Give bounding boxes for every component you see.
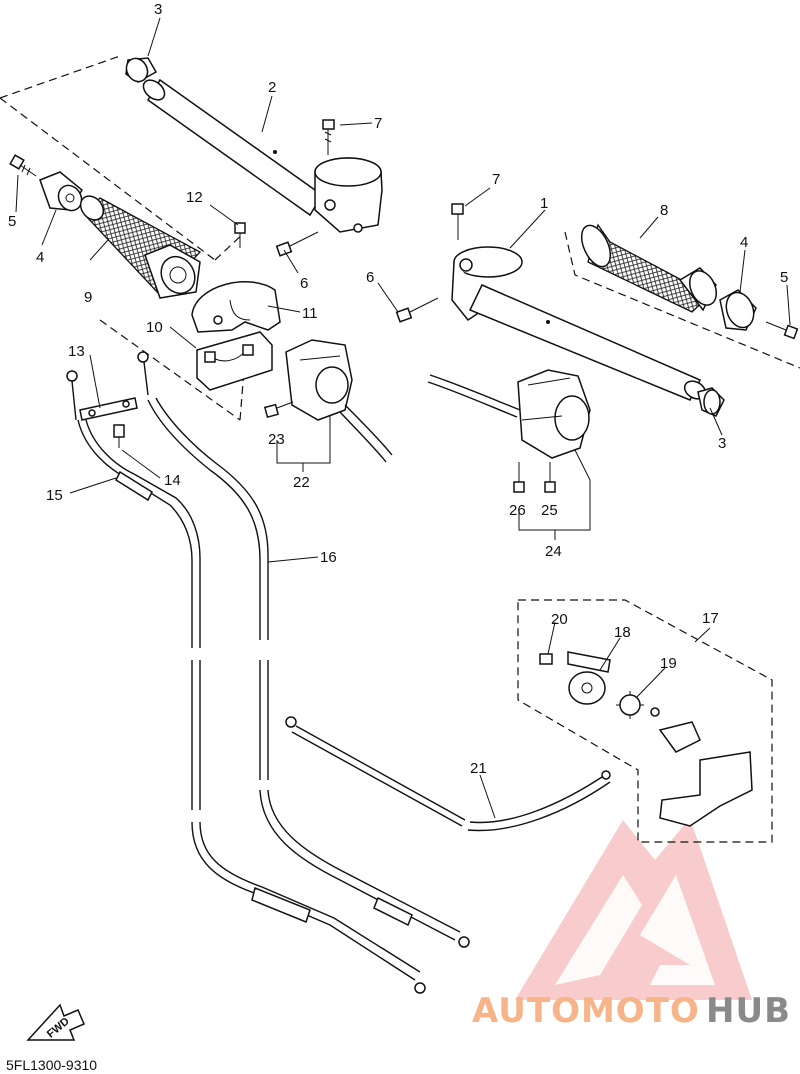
label-2: 2 bbox=[268, 79, 276, 96]
right-clamp-bolt-7 bbox=[451, 203, 464, 240]
label-18: 18 bbox=[614, 624, 631, 641]
right-bar-end-screw-5 bbox=[765, 321, 799, 340]
right-switch-screw-26 bbox=[513, 462, 525, 493]
label-7-right: 7 bbox=[492, 171, 500, 188]
watermark-text-hub: HUB bbox=[706, 991, 791, 1031]
screw-12 bbox=[234, 222, 246, 248]
label-9: 9 bbox=[84, 289, 92, 306]
label-6-right: 6 bbox=[366, 269, 374, 286]
right-bar-end-weight-4 bbox=[719, 289, 757, 331]
label-19: 19 bbox=[660, 655, 677, 672]
label-21: 21 bbox=[470, 760, 487, 777]
watermark-logo bbox=[515, 818, 752, 1000]
label-5-right: 5 bbox=[780, 269, 788, 286]
label-23: 23 bbox=[268, 431, 285, 448]
label-17: 17 bbox=[702, 610, 719, 627]
cable-guide-plate-13 bbox=[79, 397, 138, 421]
assembly-outlines bbox=[0, 55, 800, 843]
part-labels: 3 2 7 7 1 8 4 5 6 3 12 5 4 6 9 11 10 13 … bbox=[8, 1, 788, 777]
label-26: 26 bbox=[509, 502, 526, 519]
label-3-right: 3 bbox=[718, 435, 726, 452]
label-14: 14 bbox=[164, 472, 181, 489]
left-grip-9 bbox=[79, 195, 202, 299]
label-1: 1 bbox=[540, 195, 548, 212]
gear-19 bbox=[616, 691, 644, 719]
label-25: 25 bbox=[541, 502, 558, 519]
label-12: 12 bbox=[186, 189, 203, 206]
throttle-cable-15 bbox=[66, 370, 426, 994]
label-10: 10 bbox=[146, 319, 163, 336]
right-handlebar-switch-24 bbox=[427, 369, 591, 459]
left-handlebar bbox=[142, 78, 324, 217]
choke-cable-21 bbox=[285, 716, 611, 832]
diagram-code: 5FL1300-9310 bbox=[6, 1057, 97, 1073]
right-bar-end-collar-3 bbox=[697, 387, 725, 417]
label-16: 16 bbox=[320, 549, 337, 566]
label-20: 20 bbox=[551, 611, 568, 628]
label-13: 13 bbox=[68, 343, 85, 360]
left-bar-end-screw-5 bbox=[9, 154, 37, 177]
label-22: 22 bbox=[293, 474, 310, 491]
label-4-left: 4 bbox=[36, 249, 44, 266]
label-8: 8 bbox=[660, 202, 668, 219]
label-3-top: 3 bbox=[154, 1, 162, 18]
pulley-18 bbox=[567, 651, 611, 705]
right-clamp-bolt-6 bbox=[395, 297, 439, 323]
screw-20 bbox=[539, 653, 553, 665]
label-11: 11 bbox=[302, 305, 318, 322]
left-handle-holder bbox=[314, 157, 383, 233]
fwd-arrow bbox=[26, 1003, 85, 1041]
watermark-text: AUTOMOTO HUB bbox=[472, 991, 791, 1031]
bar-end-weight-left-top bbox=[125, 57, 158, 83]
label-15: 15 bbox=[46, 487, 63, 504]
right-handle-holder-1 bbox=[451, 246, 523, 322]
throttle-grip-8 bbox=[580, 223, 718, 313]
left-switch-screw-23 bbox=[263, 401, 294, 419]
label-4-right: 4 bbox=[740, 234, 748, 251]
label-7-left: 7 bbox=[374, 115, 382, 132]
label-6-left: 6 bbox=[300, 275, 308, 292]
throttle-cable-guide-10 bbox=[196, 331, 273, 391]
adjuster-14 bbox=[113, 424, 125, 448]
left-clamp-bolt-6 bbox=[275, 231, 319, 257]
left-clamp-bolt-7 bbox=[322, 119, 335, 155]
left-bar-end-weight-4 bbox=[39, 171, 83, 212]
watermark-text-automoto: AUTOMOTO bbox=[472, 991, 700, 1031]
throttle-cable-cap-11 bbox=[191, 281, 281, 333]
label-5-left: 5 bbox=[8, 213, 16, 230]
left-handlebar-switch-22 bbox=[285, 339, 393, 463]
throttle-cable-16 bbox=[137, 351, 470, 948]
leader-lines bbox=[15, 17, 791, 819]
right-switch-screw-25 bbox=[544, 462, 556, 493]
bracket-assembly bbox=[650, 707, 753, 827]
label-24: 24 bbox=[545, 543, 562, 560]
